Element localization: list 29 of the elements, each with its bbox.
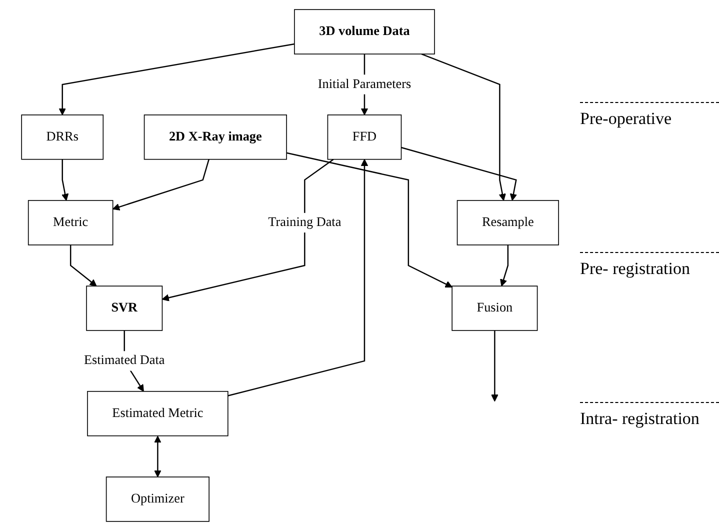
node-box [452, 286, 538, 331]
arrow [58, 43, 294, 116]
node-box [86, 286, 163, 331]
arrow [421, 53, 506, 201]
flowchart: Initial Parameters Training Data Estimated Data 3D volume Data DRRs Metric 2D X-Ray image FFD SVR Estimated Metric Optimizer Resample Fusion [14, 3, 566, 528]
arrow [112, 159, 210, 210]
node-box [106, 476, 210, 522]
node-box [294, 9, 435, 54]
phase-label: Pre- registration [580, 252, 719, 279]
edge-label: Initial Parameters [318, 77, 412, 92]
arrow [491, 330, 498, 402]
arrow [401, 146, 517, 201]
edge-label: Estimated Data [84, 354, 165, 368]
arrow [286, 152, 452, 288]
node-box [87, 390, 228, 436]
phase-label: Pre-operative [580, 102, 719, 129]
edge-label: Training Data [268, 215, 342, 230]
arrow [61, 159, 69, 201]
node-box [28, 200, 114, 246]
arrow [70, 244, 97, 286]
node-box [456, 200, 559, 246]
arrow [154, 436, 162, 478]
phase-label: Intra- registration [580, 402, 719, 430]
node-box [327, 114, 402, 160]
node-box [21, 114, 104, 160]
node-box [144, 114, 287, 160]
arrow [162, 158, 334, 302]
arrow [500, 244, 508, 286]
arrow [228, 159, 368, 396]
